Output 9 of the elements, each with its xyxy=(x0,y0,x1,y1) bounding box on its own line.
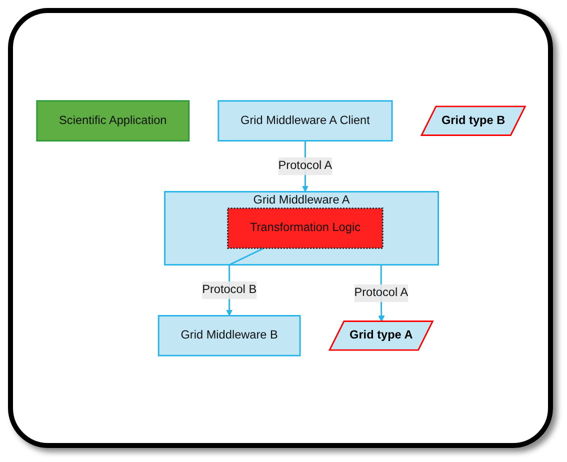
frame-background: Grid Middleware A Protocol B Protocol A Protocol A Scientific Application Grid Middleware A Client Transformation Logic Grid Middleware B Grid type A Grid type B xyxy=(8,8,553,448)
node-box xyxy=(157,314,300,356)
node-box xyxy=(217,100,392,142)
edge-label: Protocol A xyxy=(354,286,408,299)
edge-label: Protocol B xyxy=(202,283,256,296)
edge-label: Protocol A xyxy=(278,159,332,172)
node-box xyxy=(36,100,190,142)
cluster xyxy=(164,190,439,266)
node-box xyxy=(226,207,383,249)
